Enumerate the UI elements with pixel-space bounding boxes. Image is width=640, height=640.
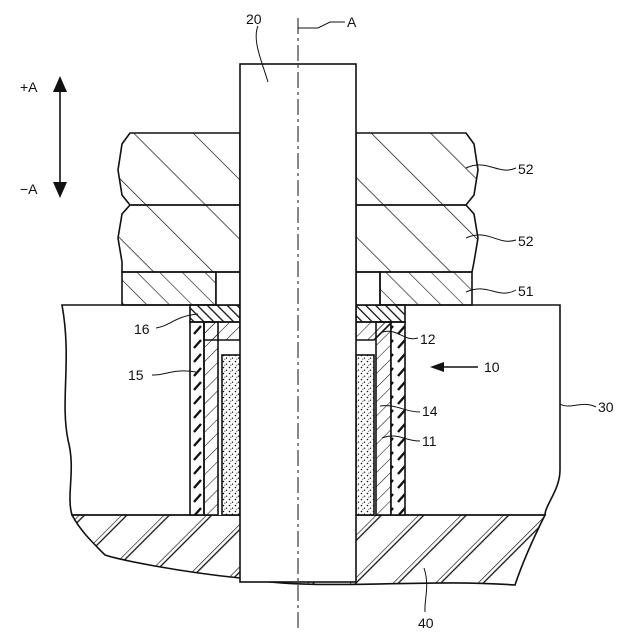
- arrow-up-icon: [53, 76, 67, 92]
- washer-right: [380, 272, 472, 305]
- liner-left: [204, 322, 218, 515]
- nut-upper-right: [356, 133, 478, 205]
- axis-label: A: [347, 14, 357, 30]
- label-insulator: 15: [128, 367, 144, 383]
- nut-lower-right: [356, 205, 478, 272]
- label-nut-upper: 52: [518, 161, 534, 177]
- label-liner: 11: [422, 433, 437, 449]
- label-assembly: 10: [484, 359, 500, 375]
- direction-plus-label: +A: [20, 79, 38, 95]
- label-sleeve: 12: [420, 331, 436, 347]
- label-base: 30: [598, 399, 614, 415]
- label-bottom: 40: [418, 615, 434, 631]
- liner-right: [376, 322, 391, 515]
- filler-right: [356, 355, 374, 515]
- washer-right-step: [356, 272, 380, 305]
- label-shaft: 20: [246, 11, 262, 27]
- filler-left: [222, 355, 240, 515]
- label-washer: 51: [518, 283, 534, 299]
- sleeve-left: [204, 322, 240, 340]
- direction-minus-label: −A: [20, 181, 38, 197]
- nut-upper-left: [118, 133, 240, 205]
- label-seal: 16: [134, 321, 150, 337]
- washer-left-step: [216, 272, 240, 305]
- label-nut-lower: 52: [518, 233, 534, 249]
- arrow-down-icon: [53, 182, 67, 198]
- seal-right: [356, 305, 405, 322]
- label-filler: 14: [422, 403, 438, 419]
- washer-left: [122, 272, 216, 305]
- nut-lower-left: [118, 205, 240, 272]
- seal-left: [190, 305, 240, 322]
